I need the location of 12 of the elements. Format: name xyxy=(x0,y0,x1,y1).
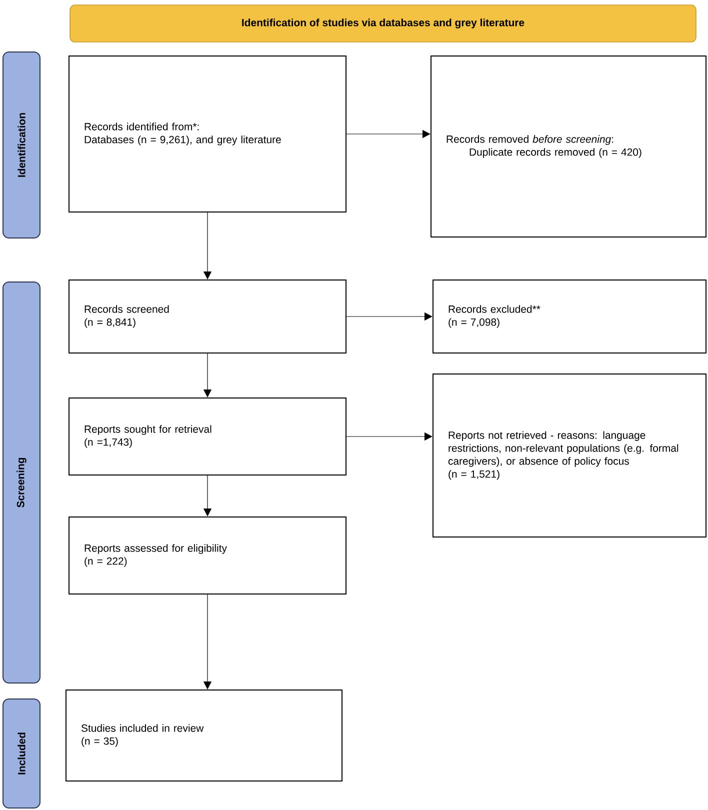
process-box: Records removed before screening: Duplicate records removed (n = 420) xyxy=(430,56,706,238)
phase-band: Identification xyxy=(2,52,40,238)
process-box: Records excluded** (n = 7,098) xyxy=(432,280,706,354)
process-box: Records identified from*: Databases (n = 9,261), and grey literature xyxy=(68,56,346,212)
process-box: Records screened (n = 8,841) xyxy=(68,280,346,354)
process-box: Reports sought for retrieval (n =1,743) xyxy=(68,398,346,476)
section-header-band: Identification of studies via databases and grey literature xyxy=(70,4,696,42)
process-box: Reports not retrieved - reasons: language restrictions, non-relevant populations (e.g. formal caregivers), or absence of policy focus (n = 1,521) xyxy=(432,374,706,538)
phase-band: Included xyxy=(2,698,40,808)
process-box: Studies included in review (n = 35) xyxy=(66,690,342,782)
process-box: Reports assessed for eligibility (n = 222) xyxy=(68,516,346,594)
phase-band: Screening xyxy=(2,282,40,684)
